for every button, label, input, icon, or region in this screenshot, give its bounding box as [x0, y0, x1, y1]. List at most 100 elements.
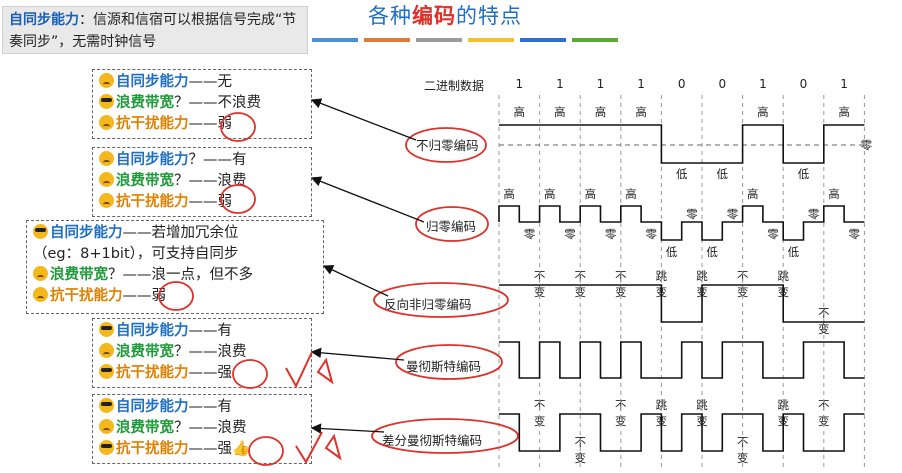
card-row: 浪费带宽？——浪费 — [99, 418, 305, 439]
level-label: 高 — [544, 187, 556, 201]
annotation-ellipse — [371, 418, 519, 454]
card-label: 自同步能力 — [116, 74, 189, 90]
card-row: 自同步能力——无 — [99, 72, 305, 93]
stripe-1 — [364, 38, 410, 42]
level-label: 不变 — [533, 398, 546, 428]
card-4: 自同步能力——有浪费带宽？——浪费抗干扰能力——强👍 — [92, 394, 312, 464]
bit-value: 1 — [556, 77, 564, 91]
check-mark — [295, 431, 323, 464]
card-text: ——若增加冗余位 — [122, 225, 239, 241]
handwritten-circle — [232, 359, 268, 389]
arrow-connector — [310, 423, 385, 434]
card-label: 浪费带宽 — [116, 420, 174, 436]
cool-face-icon — [99, 364, 114, 379]
annotation-ellipse — [395, 344, 503, 380]
card-label: 抗干扰能力 — [116, 116, 189, 132]
level-label: 零 — [686, 207, 698, 221]
page-title: 各种编码的特点 — [368, 0, 522, 30]
sad-face-icon — [99, 115, 114, 130]
level-label: 高 — [625, 187, 637, 201]
title-post: 的特点 — [456, 4, 522, 28]
level-label: 高 — [513, 105, 526, 119]
card-label: 抗干扰能力 — [116, 441, 189, 457]
card-text: ——无 — [188, 74, 233, 90]
card-row: 自同步能力——有 — [99, 397, 305, 418]
card-label: 浪费带宽 — [116, 344, 174, 360]
level-label: 不变 — [818, 398, 830, 428]
level-label: 低 — [797, 167, 810, 181]
card-row: 自同步能力——有 — [99, 321, 305, 342]
level-label: 高 — [838, 105, 850, 119]
stripe-0 — [312, 38, 358, 42]
stripe-4 — [520, 38, 566, 42]
tip-highlight: 自同步能力 — [9, 12, 79, 28]
card-label: 自同步能力 — [116, 399, 189, 415]
level-label: 零 — [726, 207, 739, 221]
sad-face-icon — [99, 343, 114, 358]
card-text: ？——有 — [188, 152, 247, 168]
bit-value: 1 — [840, 77, 848, 91]
bit-value: 0 — [677, 77, 686, 91]
level-label: 零 — [645, 227, 658, 241]
card-label: 浪费带宽 — [116, 95, 174, 111]
handwritten-circle — [220, 112, 256, 142]
card-label: 抗干扰能力 — [116, 365, 189, 381]
card-label: 自同步能力 — [50, 225, 123, 241]
card-row: 自同步能力？——有 — [99, 150, 305, 171]
level-label: 不变 — [615, 269, 627, 299]
bit-value: 1 — [515, 77, 524, 91]
title-underline-stripes — [312, 38, 618, 42]
level-label: 高 — [747, 187, 759, 201]
level-label: 零 — [564, 227, 576, 241]
nrzi-waveform — [499, 284, 865, 323]
level-label: 高 — [554, 105, 566, 119]
cool-face-icon — [99, 322, 114, 337]
sad-face-icon — [99, 419, 114, 434]
card-2: 自同步能力——若增加冗余位（eg：8+1bit），可支持自同步浪费带宽？——浪一… — [26, 220, 324, 314]
level-label: 不变 — [615, 398, 627, 428]
card-label: 浪费带宽 — [116, 173, 174, 189]
level-label: 零 — [860, 138, 873, 152]
encoding-name: 不归零编码 — [416, 138, 479, 153]
handwritten-circle — [220, 184, 256, 214]
arrow-connector — [310, 176, 425, 223]
card-text: ？——浪费 — [174, 420, 247, 436]
card-text: ——有 — [188, 323, 233, 339]
level-label: 零 — [523, 227, 536, 241]
cool-face-icon — [99, 398, 114, 413]
handwritten-circle — [248, 436, 284, 466]
tip-text: ：信源和信宿可以根据信号完成“节奏同步”，无需时钟信号 — [9, 12, 297, 50]
manchester-waveform — [499, 341, 865, 379]
arrow-connector — [322, 265, 389, 297]
triangle-mark — [316, 357, 334, 385]
encoding-name: 反向非归零编码 — [384, 297, 472, 312]
bit-value: 1 — [637, 77, 645, 91]
sad-face-icon — [99, 73, 114, 88]
card-row: 浪费带宽？——浪费 — [99, 342, 305, 363]
level-label: 零 — [604, 227, 617, 241]
level-label: 不变 — [736, 269, 749, 299]
card-label: 浪费带宽 — [50, 267, 108, 283]
card-text: ——强👍 — [188, 441, 251, 457]
stripe-2 — [416, 38, 462, 42]
card-3: 自同步能力——有浪费带宽？——浪费抗干扰能力——强 — [92, 318, 312, 388]
sad-face-icon — [99, 193, 114, 208]
level-label: 高 — [757, 105, 769, 119]
level-label: 低 — [675, 167, 688, 181]
card-0: 自同步能力——无浪费带宽？——不浪费抗干扰能力——弱 — [92, 69, 312, 139]
level-label: 低 — [787, 245, 800, 259]
card-row: 抗干扰能力——弱 — [99, 114, 305, 135]
sad-face-icon — [33, 287, 48, 302]
card-text: ——有 — [188, 399, 233, 415]
triangle-mark — [324, 433, 342, 461]
card-row: 浪费带宽？——浪一点，但不多 — [33, 265, 317, 286]
annotation-ellipse — [415, 206, 489, 242]
arrow-connector — [310, 98, 417, 141]
level-label: 零 — [848, 227, 861, 241]
bit-value: 1 — [759, 77, 767, 91]
stripe-3 — [468, 38, 514, 42]
annotation-ellipse — [373, 282, 509, 318]
card-text: ？——浪费 — [174, 344, 247, 360]
rz-waveform — [498, 205, 865, 241]
